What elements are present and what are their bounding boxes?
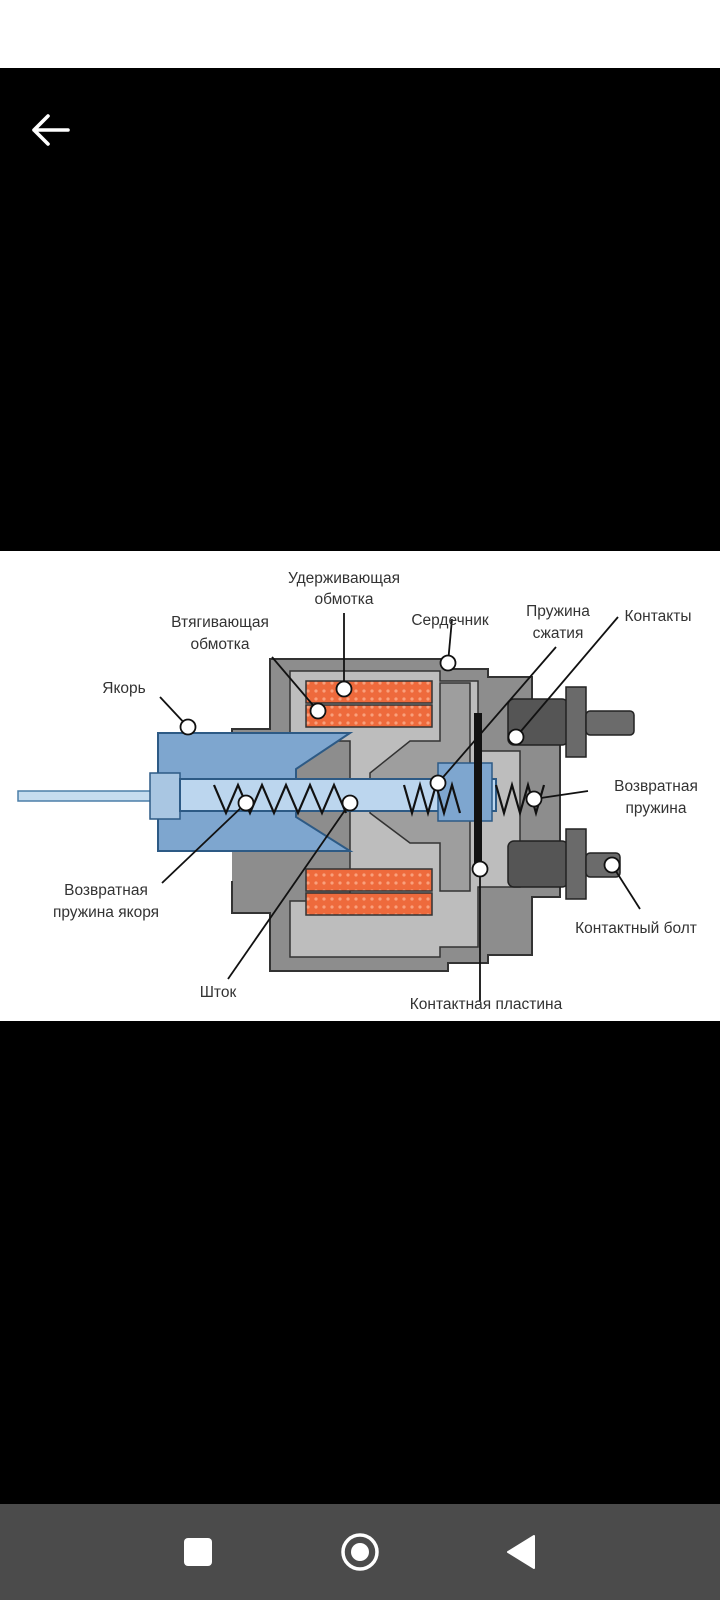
label-armature: Якорь [102, 680, 145, 697]
label-armature-return-spring: Возвратная [64, 882, 148, 899]
upper-bolt-nut [565, 686, 587, 758]
label-contacts: Контакты [625, 608, 692, 625]
label-holding-winding: Удерживающая [288, 570, 400, 587]
label-core: Сердечник [411, 612, 489, 629]
holding-winding-bottom [305, 868, 433, 892]
label-pull-winding: Втягивающая [171, 614, 269, 631]
label-pull-winding-2: обмотка [191, 636, 250, 653]
square-icon [184, 1538, 212, 1566]
pull-winding-top [305, 704, 433, 728]
compression-spring [402, 780, 462, 818]
label-compression-spring: Пружина [526, 603, 590, 620]
recents-button[interactable] [168, 1524, 228, 1580]
contact-plate [474, 713, 482, 873]
label-contact-bolt: Контактный болт [575, 920, 697, 937]
label-return-spring: Возвратная [614, 778, 698, 795]
label-contact-plate: Контактная пластина [410, 996, 563, 1013]
label-compression-spring-2: сжатия [533, 625, 584, 642]
holding-winding-top [305, 680, 433, 704]
triangle-back-icon [507, 1535, 535, 1569]
label-holding-winding-2: обмотка [315, 591, 374, 608]
lower-bolt-nut [565, 828, 587, 900]
solenoid-diagram-image: Удерживающая обмотка Втягивающая обмотка… [0, 551, 720, 1021]
contact-carrier [437, 762, 493, 822]
solenoid-diagram: Удерживающая обмотка Втягивающая обмотка… [17, 570, 698, 1013]
home-button[interactable] [330, 1524, 390, 1580]
armature-head [149, 772, 181, 820]
status-bar [0, 0, 720, 68]
upper-bolt-thread [585, 710, 635, 736]
pull-winding-bottom [305, 892, 433, 916]
lower-contact [507, 840, 569, 888]
arrow-left-icon [32, 114, 70, 146]
rod-tip [17, 790, 159, 802]
return-spring [494, 780, 546, 818]
label-rod: Шток [200, 984, 237, 1001]
leader-lines [159, 613, 641, 1001]
back-button[interactable] [22, 104, 82, 156]
label-markers [179, 654, 621, 878]
navigation-bar [0, 1504, 720, 1600]
label-armature-return-spring-2: пружина якоря [53, 904, 159, 921]
circle-icon [341, 1533, 379, 1571]
back-nav-button[interactable] [492, 1524, 552, 1580]
label-return-spring-2: пружина [626, 800, 687, 817]
armature-return-spring [212, 782, 348, 816]
